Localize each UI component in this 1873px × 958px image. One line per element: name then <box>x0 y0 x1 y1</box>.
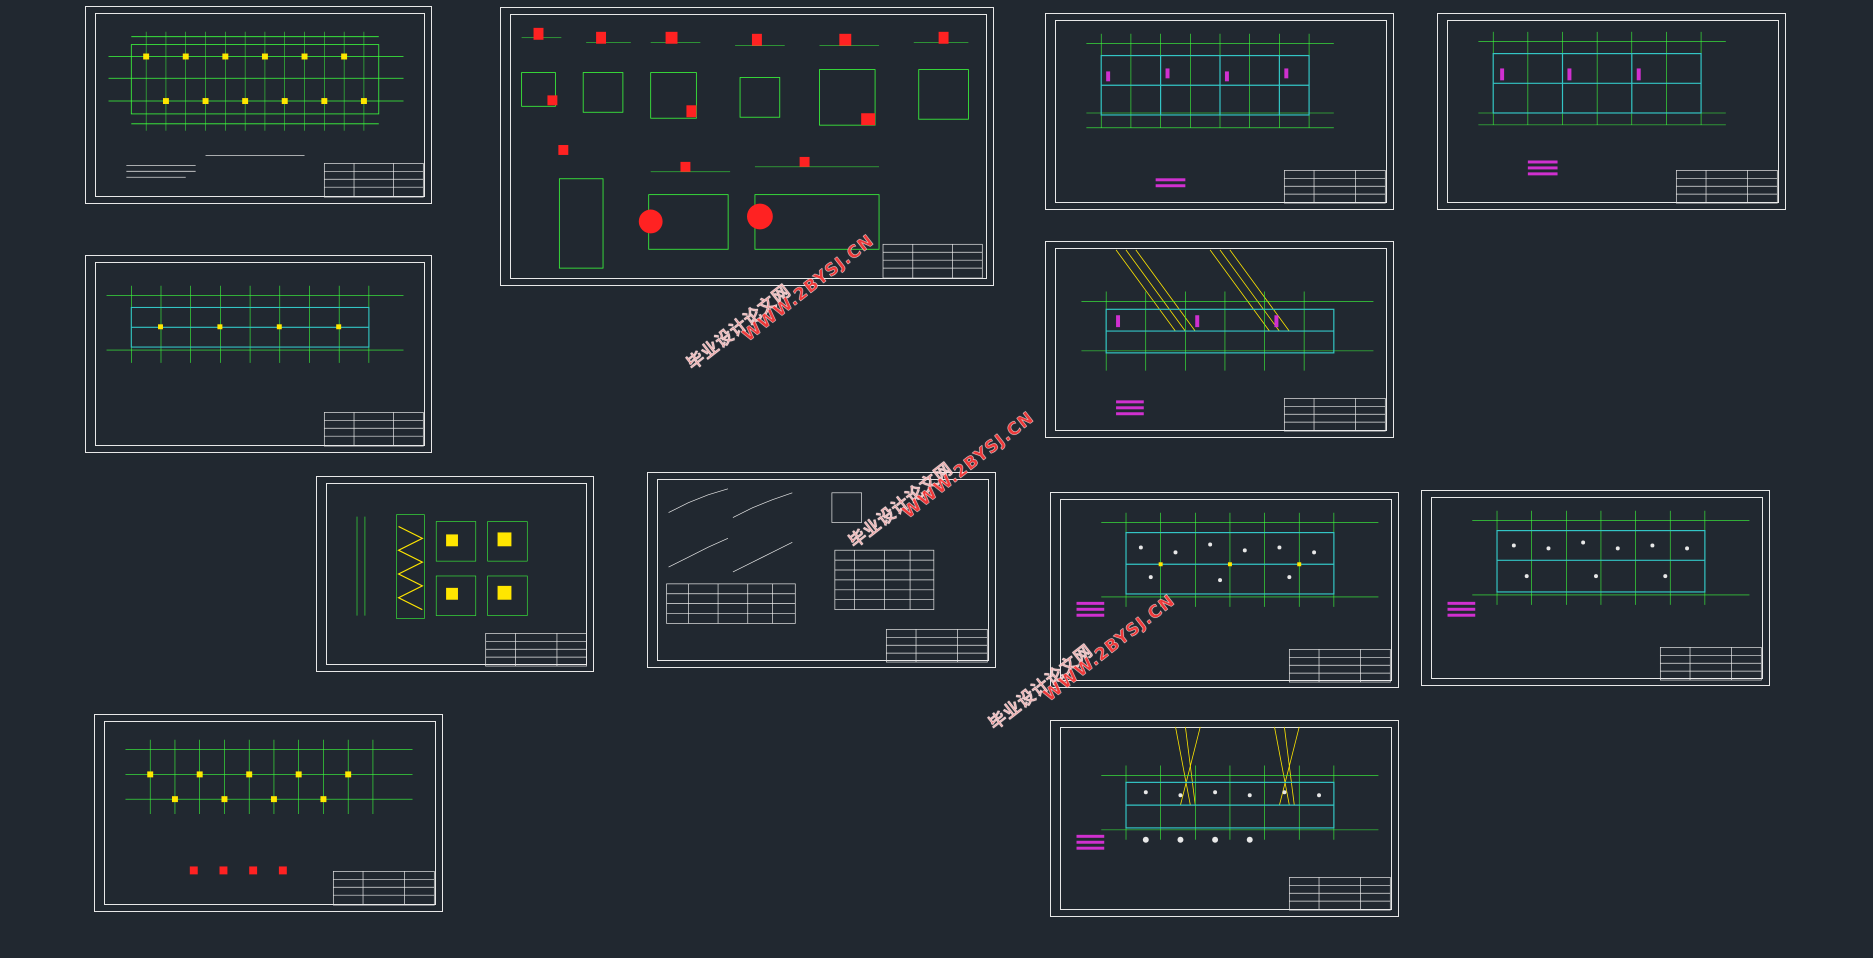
drawing-sheet-stair-plan[interactable] <box>1045 241 1394 438</box>
drawing-content <box>356 514 587 667</box>
drawing-content <box>1076 726 1391 911</box>
drawing-sheet-slab-plan-a[interactable] <box>1045 13 1394 210</box>
drawing-sheet-rebar-plan-a[interactable] <box>1050 492 1399 688</box>
drawing-sheet-slab-plan-b[interactable] <box>1437 13 1786 210</box>
sheet-border <box>1060 727 1392 910</box>
sheet-border <box>657 479 989 661</box>
drawing-content <box>108 31 424 198</box>
sheet-border <box>1055 20 1387 203</box>
drawing-sheet-column-plan-bottom[interactable] <box>94 714 443 912</box>
sheet-border <box>1055 248 1387 431</box>
sheet-border <box>1447 20 1779 203</box>
drawing-content <box>106 285 424 447</box>
drawing-sheet-stair-details[interactable] <box>647 472 996 668</box>
sheet-border <box>104 721 436 905</box>
sheet-border <box>95 262 425 446</box>
drawing-content <box>1081 249 1386 432</box>
drawing-content <box>1478 31 1778 204</box>
sheet-border <box>510 14 987 279</box>
sheet-border <box>95 13 425 197</box>
drawing-sheet-beam-plan[interactable] <box>85 255 432 453</box>
drawing-sheet-stair-section[interactable] <box>316 476 594 672</box>
sheet-border <box>326 483 587 665</box>
sheet-border <box>1060 499 1392 681</box>
drawing-content <box>1076 512 1391 683</box>
drawing-sheet-rebar-plan-b[interactable] <box>1421 490 1770 686</box>
sheet-border <box>1431 497 1763 679</box>
drawing-content <box>1086 33 1386 204</box>
watermark-brand: 毕业设计论文网 <box>683 281 795 375</box>
drawing-content <box>666 488 988 663</box>
drawing-sheet-rebar-stair-plan[interactable] <box>1050 720 1399 917</box>
drawing-content <box>521 27 983 279</box>
drawing-sheet-column-plan-top[interactable] <box>85 6 432 204</box>
drawing-sheet-foundation-details[interactable] <box>500 7 994 286</box>
drawing-content <box>125 739 435 906</box>
drawing-content <box>1447 510 1762 681</box>
